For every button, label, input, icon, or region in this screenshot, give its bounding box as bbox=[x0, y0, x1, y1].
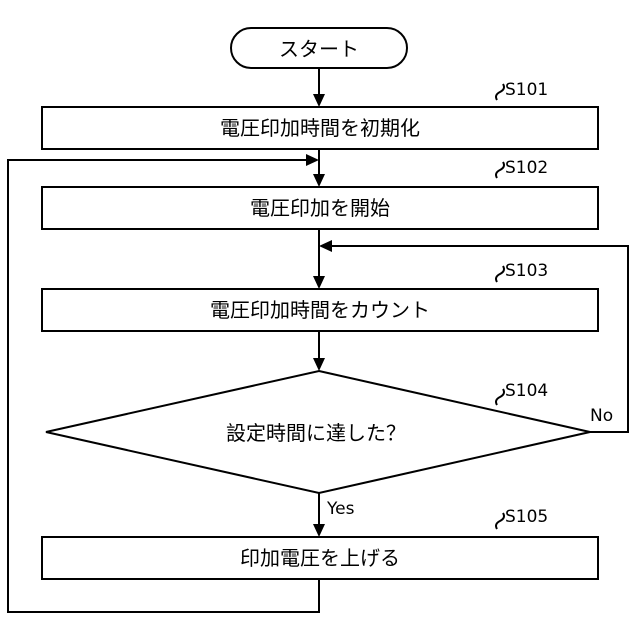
decision-no-label: No bbox=[590, 406, 613, 426]
arrowhead-s101 bbox=[313, 94, 325, 107]
arrowhead-s102 bbox=[313, 174, 325, 187]
arrowhead-s103 bbox=[313, 276, 325, 289]
step-id-hook-s103 bbox=[496, 266, 504, 282]
decision-yes-label: Yes bbox=[326, 499, 355, 519]
arrowhead-s105 bbox=[313, 524, 325, 537]
step-label-s102: 電圧印加を開始 bbox=[250, 196, 390, 220]
step-id-hook-s105 bbox=[496, 513, 504, 529]
step-id-hook-s102 bbox=[496, 162, 504, 178]
step-label-s103: 電圧印加時間をカウント bbox=[210, 298, 430, 322]
decision-label-s104: 設定時間に達した？ bbox=[226, 421, 406, 445]
arrowhead-return-loop bbox=[306, 154, 319, 166]
step-label-s101: 電圧印加時間を初期化 bbox=[220, 116, 420, 140]
start-label: スタート bbox=[279, 37, 359, 61]
step-id-s102: S102 bbox=[505, 158, 548, 178]
step-id-s104: S104 bbox=[505, 381, 548, 401]
arrowhead-s104 bbox=[313, 358, 325, 371]
step-id-s101: S101 bbox=[505, 80, 548, 100]
step-id-hook-s104 bbox=[496, 389, 504, 405]
arrowhead-no-loop bbox=[319, 240, 332, 252]
step-id-s105: S105 bbox=[505, 507, 548, 527]
step-id-s103: S103 bbox=[505, 261, 548, 281]
step-id-hook-s101 bbox=[496, 84, 504, 100]
step-label-s105: 印加電圧を上げる bbox=[240, 546, 400, 570]
